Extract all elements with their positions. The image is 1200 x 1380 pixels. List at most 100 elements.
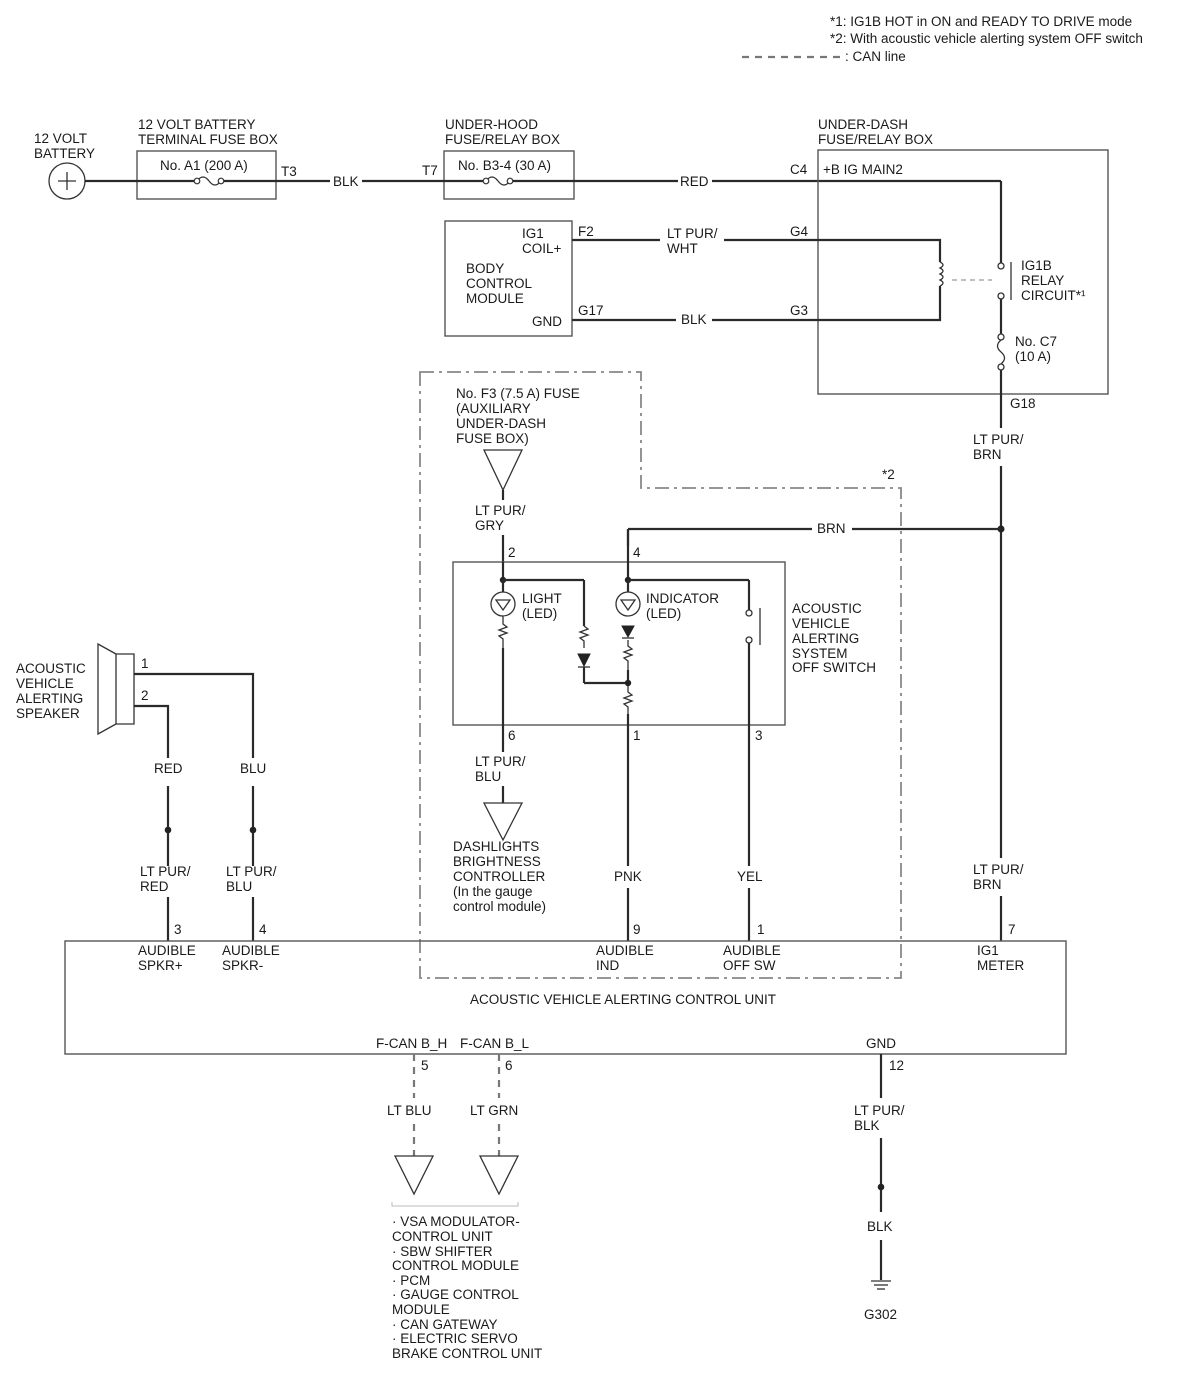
can-target-9: · ELECTRIC SERVO [392, 1331, 518, 1346]
bcm-outline [444, 220, 573, 337]
wire-label-ltpur-gry-2: GRY [475, 518, 504, 533]
terminal-fuse-box-title-1: 12 VOLT BATTERY [138, 117, 256, 132]
bus-label: +B IG MAIN2 [823, 162, 903, 177]
bcm-name-3: MODULE [466, 291, 524, 306]
speaker-label-4: SPEAKER [16, 706, 80, 721]
switch-pin-4: 4 [633, 545, 641, 560]
speaker-pin-2: 2 [141, 688, 149, 703]
light-label-2: (LED) [522, 606, 557, 621]
pin-f2: F2 [578, 224, 594, 239]
can-target-1: · VSA MODULATOR- [392, 1214, 520, 1229]
wire-label-ltpur-wht-1: LT PUR/ [667, 226, 718, 241]
cu-ind-1: AUDIBLE [596, 943, 654, 958]
speaker-label-1: ACOUSTIC [16, 661, 86, 676]
cu-pin-3: 3 [174, 922, 182, 937]
cu-pin-5: 5 [421, 1058, 429, 1073]
switch-note-marker: *2 [882, 467, 895, 482]
wire-label-red-1: RED [680, 174, 709, 189]
underdash-title-2: FUSE/RELAY BOX [818, 132, 933, 147]
ig1-meter-feed-wire: LT PUR/ BRN BRN LT PUR/ BRN [626, 394, 1024, 941]
legend-note-1: *1: IG1B HOT in ON and READY TO DRIVE mo… [830, 14, 1132, 29]
underhood-title-1: UNDER-HOOD [445, 117, 538, 132]
control-unit-name: ACOUSTIC VEHICLE ALERTING CONTROL UNIT [470, 992, 776, 1007]
underhood-box-outline [443, 150, 575, 200]
wire-label-brn: BRN [817, 521, 846, 536]
switch-pin-1: 1 [633, 728, 641, 743]
can-target-8: · CAN GATEWAY [392, 1317, 498, 1332]
dashlights-connector-icon [482, 802, 524, 842]
dashlights-label-1: DASHLIGHTS [453, 839, 539, 854]
dashlights-label-2: BRIGHTNESS [453, 854, 541, 869]
can-target-7: MODULE [392, 1302, 450, 1317]
cu-ind-2: IND [596, 958, 620, 973]
bcm-coil: COIL+ [522, 241, 562, 256]
wire-label-ltpur-brn-b1: LT PUR/ [973, 862, 1024, 877]
pin-g3: G3 [790, 303, 808, 318]
fuse-c7-icon [996, 339, 1006, 365]
off-switch-outline [452, 561, 786, 726]
ground-circuit: 12 LT PUR/ BLK BLK G302 [854, 1054, 905, 1322]
wire-label-ltpur-blu-b1: LT PUR/ [226, 864, 277, 879]
legend-note-2: *2: With acoustic vehicle alerting syste… [830, 31, 1143, 46]
relay-coil-icon [938, 261, 944, 287]
switch-pin-3: 3 [755, 728, 763, 743]
connector-triangle-icon [482, 449, 524, 492]
pin-c4: C4 [790, 162, 808, 177]
cu-pin-6: 6 [505, 1058, 513, 1073]
cu-pin-4: 4 [259, 922, 267, 937]
switch-pin-2: 2 [508, 545, 516, 560]
fuse-a1-label: No. A1 (200 A) [160, 158, 248, 173]
fuse-c7-label-1: No. C7 [1015, 334, 1057, 349]
wire-label-lt-blu: LT BLU [387, 1103, 432, 1118]
underhood-title-2: FUSE/RELAY BOX [445, 132, 560, 147]
wire-label-ltpur-brn-a2: BRN [973, 447, 1002, 462]
wire-label-blu: BLU [240, 761, 266, 776]
can-h-connector-icon [393, 1155, 435, 1196]
terminal-fuse-box-outline [136, 150, 277, 200]
wire-label-blk-2: BLK [681, 312, 707, 327]
bcm-name-2: CONTROL [466, 276, 532, 291]
dashlights-label-5: control module) [453, 899, 546, 914]
wire-label-ltpur-wht-2: WHT [667, 241, 698, 256]
cu-spkr-plus-1: AUDIBLE [138, 943, 196, 958]
fuse-f3-label-1: No. F3 (7.5 A) FUSE [456, 386, 580, 401]
underdash-fuse-relay-box: UNDER-DASH FUSE/RELAY BOX C4 +B IG MAIN2… [790, 117, 1109, 411]
indicator-label-1: INDICATOR [646, 591, 719, 606]
wire-label-ltpur-red-2: RED [140, 879, 169, 894]
pin-g17: G17 [578, 303, 604, 318]
light-led-icon [490, 591, 516, 617]
wire-label-ltpur-blk-2: BLK [854, 1118, 880, 1133]
underdash-title-1: UNDER-DASH [818, 117, 908, 132]
cu-ig1-1: IG1 [977, 943, 999, 958]
wire-label-lt-grn: LT GRN [470, 1103, 518, 1118]
underhood-fuse-relay-box: UNDER-HOOD FUSE/RELAY BOX No. B3-4 (30 A… [422, 117, 575, 200]
underdash-box-outline [817, 149, 1109, 395]
indicator-resistor-icon [622, 640, 634, 670]
fuse-f3-label-4: FUSE BOX) [456, 431, 529, 446]
speaker-label-3: ALERTING [16, 691, 83, 706]
cu-spkr-minus-2: SPKR- [222, 958, 263, 973]
wire-label-ltpur-red-1: LT PUR/ [140, 864, 191, 879]
indicator-label-2: (LED) [646, 606, 681, 621]
wire-label-blk-1: BLK [333, 174, 359, 189]
fuse-f3-label-3: UNDER-DASH [456, 416, 546, 431]
legend: *1: IG1B HOT in ON and READY TO DRIVE mo… [742, 14, 1143, 64]
light-label-1: LIGHT [522, 591, 562, 606]
terminal-fuse-box-title-2: TERMINAL FUSE BOX [138, 132, 278, 147]
relay-contact-icon [997, 262, 1005, 270]
can-targets-list: · VSA MODULATOR- CONTROL UNIT · SBW SHIF… [392, 1214, 542, 1361]
cu-pin-1: 1 [757, 922, 765, 937]
can-l-connector-icon [478, 1155, 520, 1196]
switch-name-1: ACOUSTIC [792, 601, 862, 616]
pin-g4: G4 [790, 224, 809, 239]
speaker-icon [115, 653, 135, 725]
can-target-5: · PCM [392, 1273, 430, 1288]
cu-offsw-2: OFF SW [723, 958, 776, 973]
cu-fcan-l: F-CAN B_L [460, 1036, 530, 1051]
fuse-f3-label-2: (AUXILIARY [456, 401, 531, 416]
acoustic-off-switch: 2 4 LIGHT (LED) INDICATOR (LED [452, 529, 876, 743]
wire-label-ltpur-blk-1: LT PUR/ [854, 1103, 905, 1118]
cu-spkr-minus-1: AUDIBLE [222, 943, 280, 958]
bcm-name-1: BODY [466, 261, 504, 276]
